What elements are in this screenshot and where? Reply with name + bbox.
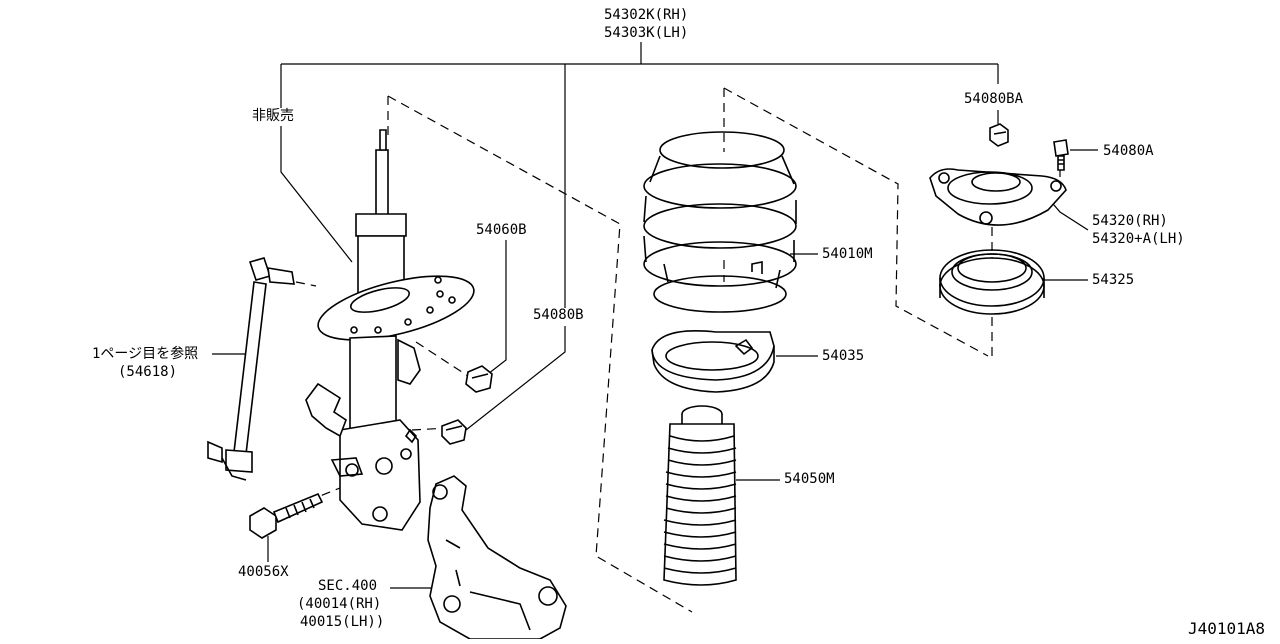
label-not-for-sale: 非販売	[252, 108, 294, 124]
steering-knuckle	[427, 475, 567, 640]
strut-mount-insulator	[929, 168, 1067, 226]
bolt-40056x	[249, 492, 324, 539]
label-strut-lh: 54303K(LH)	[604, 25, 688, 41]
label-figure-code: J40101A8	[1188, 619, 1265, 638]
label-knuckle-rh: (40014(RH)	[297, 596, 381, 612]
nut-54080b	[441, 419, 467, 445]
label-spring: 54010M	[822, 246, 873, 262]
label-mount-bolt: 54080A	[1103, 143, 1154, 159]
label-bolt: 40056X	[238, 564, 289, 580]
coil-spring	[643, 131, 797, 313]
label-stabilizer-ref: 1ページ目を参照	[92, 345, 198, 362]
label-mount-rh: 54320(RH)	[1092, 213, 1168, 229]
label-section: SEC.400	[318, 578, 377, 594]
mount-bearing	[939, 249, 1045, 315]
label-bound-bumper: 54050M	[784, 471, 835, 487]
label-mount-nut: 54080BA	[964, 91, 1024, 107]
spring-seat-insulator	[651, 330, 775, 393]
stabilizer-link	[207, 257, 295, 481]
label-nut-54060b: 54060B	[476, 222, 527, 238]
nut-54060b	[465, 365, 493, 393]
label-bearing: 54325	[1092, 272, 1134, 288]
label-mount-lh: 54320+A(LH)	[1092, 231, 1185, 247]
mount-bolt-54080a	[1053, 139, 1069, 171]
label-knuckle-lh: 40015(LH))	[300, 614, 384, 630]
label-nut-54080b: 54080B	[533, 307, 584, 323]
mount-nut-54080ba	[989, 123, 1009, 147]
strut-assembly	[305, 129, 475, 531]
label-spring-seat: 54035	[822, 348, 864, 364]
label-strut-rh: 54302K(RH)	[604, 7, 688, 23]
bound-bumper-boot	[663, 405, 737, 586]
label-stabilizer-part: (54618)	[118, 364, 177, 380]
